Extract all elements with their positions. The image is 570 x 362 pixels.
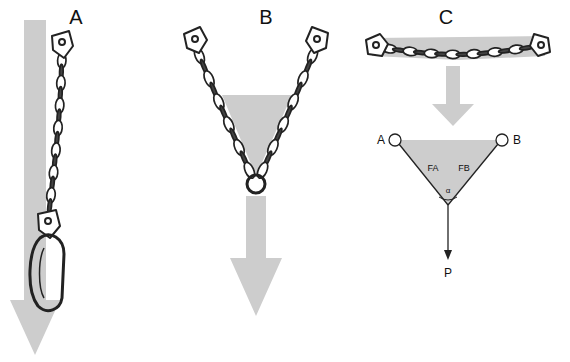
panel-letter: C xyxy=(439,7,453,27)
anchor-point xyxy=(496,134,508,146)
bolt-hole xyxy=(538,42,544,48)
force-line xyxy=(399,144,448,205)
force-triangle xyxy=(395,140,502,205)
bolt-hole xyxy=(192,36,198,42)
bolt-hole xyxy=(314,36,320,42)
force-line xyxy=(448,144,498,205)
chain-guide xyxy=(197,50,252,176)
carabiner-gate xyxy=(40,248,45,298)
angle-arc xyxy=(439,197,457,200)
carabiner xyxy=(30,235,64,311)
bolt-hanger xyxy=(366,34,388,56)
anchor-point xyxy=(389,134,401,146)
diagram-label: P xyxy=(444,267,452,279)
panel-letter: B xyxy=(259,7,272,27)
panel-letter: A xyxy=(69,7,82,27)
bolt-hole xyxy=(59,39,65,45)
bolt-hole xyxy=(45,218,51,224)
diagram-label: FB xyxy=(458,164,470,173)
bolt-hanger xyxy=(306,27,328,53)
load-arrow xyxy=(230,196,282,316)
diagram-label: B xyxy=(513,134,521,146)
load-line xyxy=(447,205,448,252)
bolt-hole xyxy=(373,42,379,48)
bolt-hanger xyxy=(530,34,550,56)
diagram-label: FA xyxy=(427,164,438,173)
bolt-hanger xyxy=(184,27,207,53)
ring xyxy=(247,175,265,193)
diagram-label: α xyxy=(446,187,451,195)
arrowhead xyxy=(444,250,452,260)
load-arrow xyxy=(432,66,474,126)
load-arrow xyxy=(10,20,60,355)
force-band xyxy=(372,36,545,60)
force-wedge xyxy=(222,95,292,176)
diagram-label: A xyxy=(377,134,385,146)
chain-guide xyxy=(260,50,315,176)
bolt-hanger xyxy=(52,31,73,58)
